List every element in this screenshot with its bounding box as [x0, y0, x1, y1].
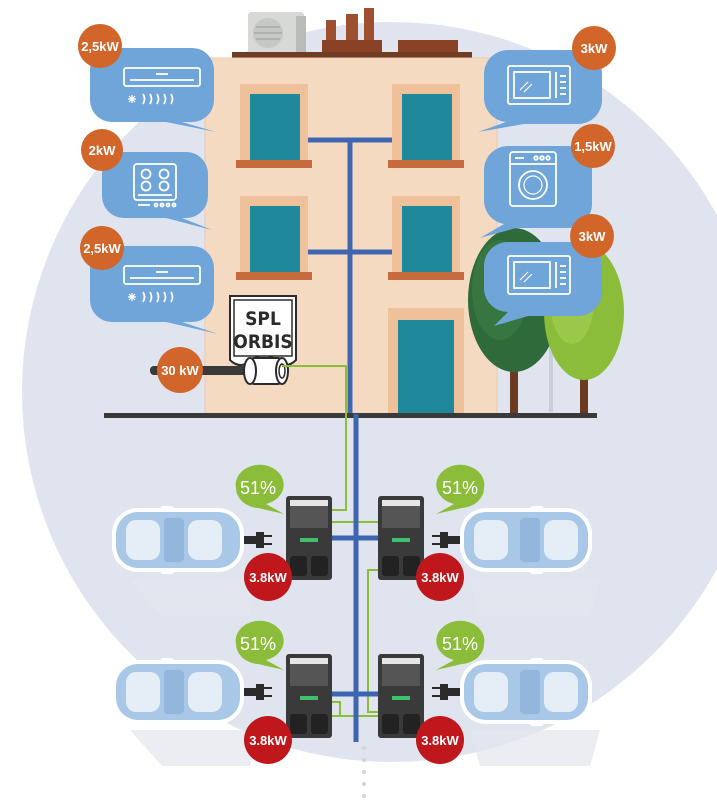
power-badge [78, 24, 122, 68]
charger-power-label: 3.8kW [421, 733, 459, 748]
dotted-continuation [362, 746, 366, 798]
microwave-icon [507, 65, 571, 105]
entrance-door [388, 308, 464, 415]
electric-car-icon [112, 658, 272, 766]
window [388, 84, 464, 168]
window [236, 84, 312, 168]
electric-car-icon [432, 506, 600, 616]
ev-charger-icon [286, 496, 332, 580]
air-conditioner-icon [123, 265, 201, 303]
charger-power-badge: 3.8kW [416, 553, 464, 601]
electric-car-icon [432, 658, 600, 766]
building-power-riser [308, 137, 392, 415]
power-badge [572, 26, 616, 70]
charger-power-label: 3.8kW [249, 570, 287, 585]
appliance-power-label: 1,5kW [574, 139, 612, 154]
rooftop-ac-unit-icon [248, 12, 306, 54]
share-badge: 51% [235, 464, 284, 514]
appliance-power-label: 2,5kW [83, 241, 121, 256]
microwave-icon [507, 255, 571, 295]
ground-line [104, 413, 597, 418]
induction-hob-icon [133, 163, 177, 208]
appliance-power-label: 3kW [581, 41, 608, 56]
share-badge: 51% [436, 464, 485, 514]
charger-share-label: 51% [240, 634, 276, 654]
window [236, 196, 312, 280]
charger-power-label: 3.8kW [421, 570, 459, 585]
ev-charger-icon [378, 654, 424, 738]
appliance-bubble-hob: 2kW [81, 129, 212, 230]
power-badge [80, 226, 124, 270]
meter-label-line2: ORBIS [233, 331, 292, 353]
charger-power-label: 3.8kW [249, 733, 287, 748]
power-badge [570, 214, 614, 258]
ev-charger-icon [286, 654, 332, 738]
power-badge [81, 129, 123, 171]
appliance-bubble-washer: 1,5kW [480, 124, 615, 238]
air-conditioner-icon [123, 67, 201, 105]
supply-power-badge [157, 347, 203, 393]
window [388, 196, 464, 280]
appliance-power-label: 2kW [89, 143, 116, 158]
appliance-bubble-ac-bottom: 2,5kW [80, 226, 218, 334]
chimney-icon [322, 8, 458, 54]
spl-orbis-meter: SPL ORBIS 30 kW [150, 295, 297, 393]
charger-power-badge: 3.8kW [416, 716, 464, 764]
meter-label-line1: SPL [245, 308, 281, 330]
supply-power-label: 30 kW [161, 363, 199, 378]
charger-share-label: 51% [442, 478, 478, 498]
electric-car-icon [112, 506, 272, 616]
appliance-bubble-ac-top: 2,5kW [78, 24, 216, 132]
appliance-power-label: 3kW [579, 229, 606, 244]
charger-power-badge: 3.8kW [244, 553, 292, 601]
charger-share-label: 51% [442, 634, 478, 654]
appliance-power-label: 2,5kW [81, 39, 119, 54]
ev-charger-icon [378, 496, 424, 580]
share-badge: 51% [235, 620, 284, 670]
charger-power-badge: 3.8kW [244, 716, 292, 764]
appliance-bubble-microwave-top: 3kW [478, 26, 616, 132]
appliance-bubble-microwave-bottom: 3kW [484, 214, 614, 326]
power-badge [571, 124, 615, 168]
charger-share-label: 51% [240, 478, 276, 498]
share-badge: 51% [436, 620, 485, 670]
washing-machine-icon [509, 151, 557, 207]
building [204, 8, 498, 416]
